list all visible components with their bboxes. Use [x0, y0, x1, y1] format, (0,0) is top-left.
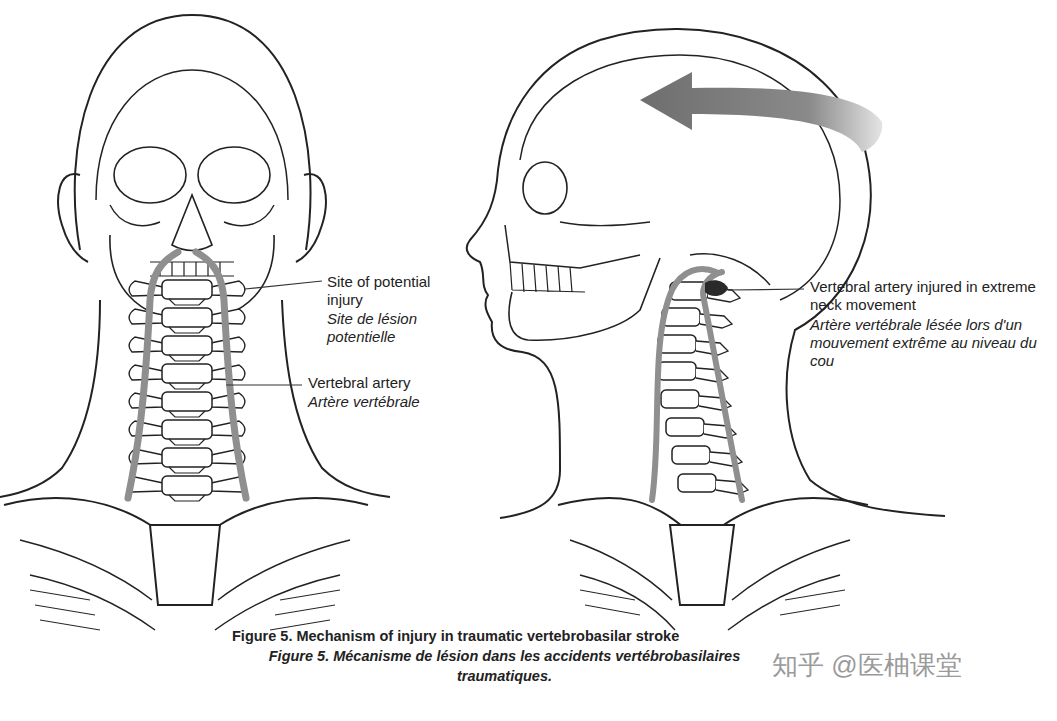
zygomatic	[560, 222, 650, 226]
leader-line	[226, 281, 322, 385]
cheekbone	[110, 205, 274, 226]
face-profile	[467, 40, 600, 518]
vertebral-artery	[652, 269, 742, 500]
part-label: Vertebral artery	[308, 374, 468, 392]
teeth	[510, 262, 585, 292]
leader-line	[728, 289, 804, 290]
mandible	[509, 258, 660, 340]
neck-outline	[0, 300, 100, 497]
leader-line	[226, 384, 302, 385]
part-label: Vertebral artery injured in extreme neck…	[810, 278, 1045, 314]
caption: Figure 5. Mechanism of injury in traumat…	[232, 626, 679, 646]
watermark: 知乎 @医柚课堂	[772, 650, 962, 680]
part-label: Artère vertébrale	[308, 393, 468, 411]
vertebral-artery	[703, 272, 742, 500]
head-outline	[75, 15, 311, 250]
clavicle	[218, 498, 368, 526]
rib	[570, 540, 850, 630]
sternum	[670, 525, 734, 605]
part-label: Site de lésion potentielle	[327, 310, 455, 346]
maxilla	[505, 225, 640, 268]
ear	[58, 174, 88, 262]
vertebral-artery	[196, 252, 246, 498]
orbit	[523, 162, 567, 214]
injury-site	[705, 280, 728, 296]
vertebral-artery	[128, 252, 246, 498]
leader-line	[245, 281, 322, 289]
rib	[20, 540, 350, 630]
ear	[296, 174, 326, 262]
orbit	[114, 147, 186, 203]
clavicle	[558, 498, 682, 526]
head-outline	[600, 29, 945, 516]
skull	[96, 70, 288, 200]
vertebral-artery	[128, 252, 178, 498]
nasal-cavity	[172, 195, 212, 251]
caption-text: Figure 5. Mécanisme de lésion dans les a…	[232, 646, 777, 686]
rotation-arrow	[640, 72, 882, 152]
scapula-hatch	[30, 590, 340, 630]
part-label: Artère vertébrale lésée lors d'un mouvem…	[810, 316, 1045, 370]
part-label: Site of potential injury	[327, 273, 455, 309]
clavicle	[4, 498, 152, 526]
scapula-hatch	[580, 590, 845, 615]
orbit	[198, 147, 270, 203]
sternum	[150, 525, 220, 605]
